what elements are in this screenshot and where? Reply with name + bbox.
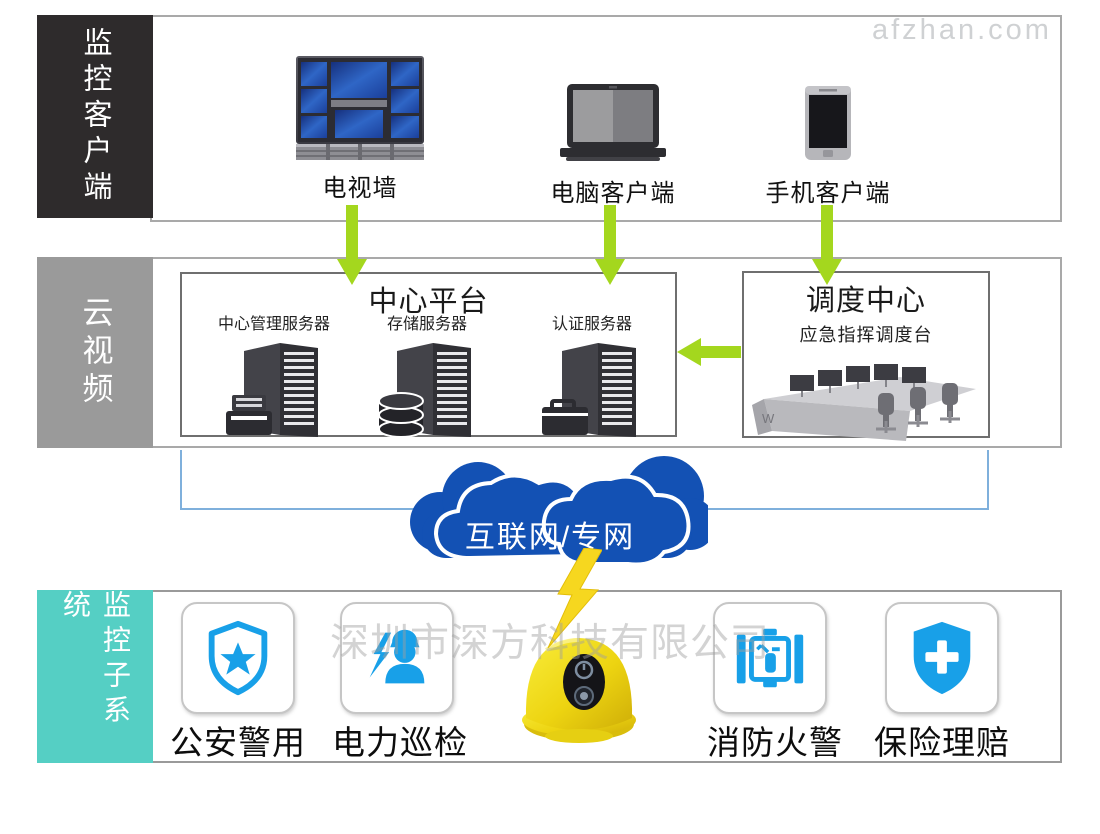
auth-server-label: 认证服务器 xyxy=(551,316,632,333)
helmet-camera-icon xyxy=(522,638,636,743)
management-server: 中心管理服务器 xyxy=(195,310,353,439)
company-watermark: 深圳市深方科技有限公司 xyxy=(330,622,771,665)
management-server-icon xyxy=(226,343,318,437)
fire-extinguisher-icon xyxy=(736,628,804,688)
dispatch-center-title: 调度中心 xyxy=(805,285,926,317)
insurance-subsystem-tile xyxy=(885,602,999,714)
power-inspector-icon xyxy=(369,629,425,684)
lightning-bolt-icon xyxy=(547,548,602,648)
insurance-shield-cross-icon xyxy=(913,621,971,695)
smartphone-icon xyxy=(805,86,851,160)
mobile-client-label: 手机客户端 xyxy=(765,180,891,207)
arrow-left-dispatch-icon xyxy=(677,338,741,366)
helmet-camera-image xyxy=(516,606,642,748)
power-subsystem-label: 电力巡检 xyxy=(332,724,468,761)
police-shield-star-icon xyxy=(208,620,268,696)
auth-server: 认证服务器 xyxy=(512,310,672,439)
pc-client-device: 电脑客户端 xyxy=(550,84,676,208)
storage-server-icon xyxy=(378,343,471,438)
arrow-down-mobile-icon xyxy=(812,205,842,285)
tv-wall-icon xyxy=(296,56,424,160)
police-subsystem-tile xyxy=(181,602,295,714)
fire-subsystem-tile xyxy=(713,602,827,714)
power-subsystem-tile xyxy=(340,602,454,714)
management-server-label: 中心管理服务器 xyxy=(217,316,330,333)
center-platform-title: 中心平台 xyxy=(368,286,489,318)
arrow-down-pc-icon xyxy=(595,205,625,285)
insurance-subsystem-label: 保险理赔 xyxy=(874,724,1010,761)
internet-cloud-label: 互联网/专网 xyxy=(464,521,636,554)
svg-text:W: W xyxy=(762,411,775,426)
storage-server-label: 存储服务器 xyxy=(386,316,467,333)
clients-section-label: 监控客户端 xyxy=(37,15,153,218)
laptop-icon xyxy=(560,84,666,161)
dispatch-console-image: W xyxy=(752,364,976,441)
tv-wall-label: 电视墙 xyxy=(322,175,398,202)
tv-wall-device: 电视墙 xyxy=(292,56,428,203)
fire-subsystem-label: 消防火警 xyxy=(707,724,843,761)
police-subsystem-label: 公安警用 xyxy=(170,724,306,761)
auth-server-icon xyxy=(542,343,636,437)
mobile-client-device: 手机客户端 xyxy=(765,86,891,208)
pc-client-label: 电脑客户端 xyxy=(550,180,676,207)
site-watermark: afzhan.com xyxy=(872,14,1052,46)
subsystems-section-label: 监控子系统 xyxy=(37,590,153,763)
dispatch-center-box: 调度中心 应急指挥调度台 W xyxy=(742,271,990,441)
arrow-down-tvwall-icon xyxy=(337,205,367,285)
dispatch-center-subtitle: 应急指挥调度台 xyxy=(799,325,933,345)
storage-server: 存储服务器 xyxy=(352,310,502,439)
cloud-video-section-label: 云视频 xyxy=(37,257,153,448)
